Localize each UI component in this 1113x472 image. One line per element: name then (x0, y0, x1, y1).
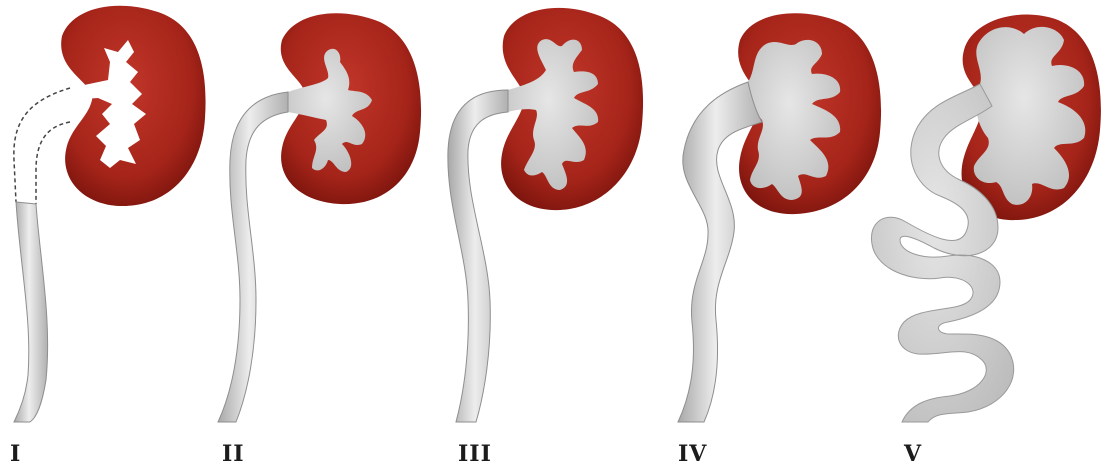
grade-label-2: II (222, 441, 245, 467)
ureter-1 (14, 202, 48, 422)
ureter-3 (448, 90, 508, 422)
grade-label-1: I (10, 441, 21, 467)
grade-label-3: III (458, 441, 492, 467)
grade-label-4: IV (678, 441, 707, 467)
grade-1-illustration: I (10, 6, 206, 467)
grade-4-illustration: IV (678, 13, 881, 467)
ureter-1-dashed-inner (36, 122, 70, 204)
ureter-1-dashed (14, 88, 70, 202)
grade-2-illustration: II (218, 13, 421, 467)
grade-5-illustration: V (871, 15, 1100, 467)
grade-label-5: V (903, 441, 922, 467)
ureter-2 (218, 92, 288, 422)
grade-3-illustration: III (448, 8, 643, 467)
